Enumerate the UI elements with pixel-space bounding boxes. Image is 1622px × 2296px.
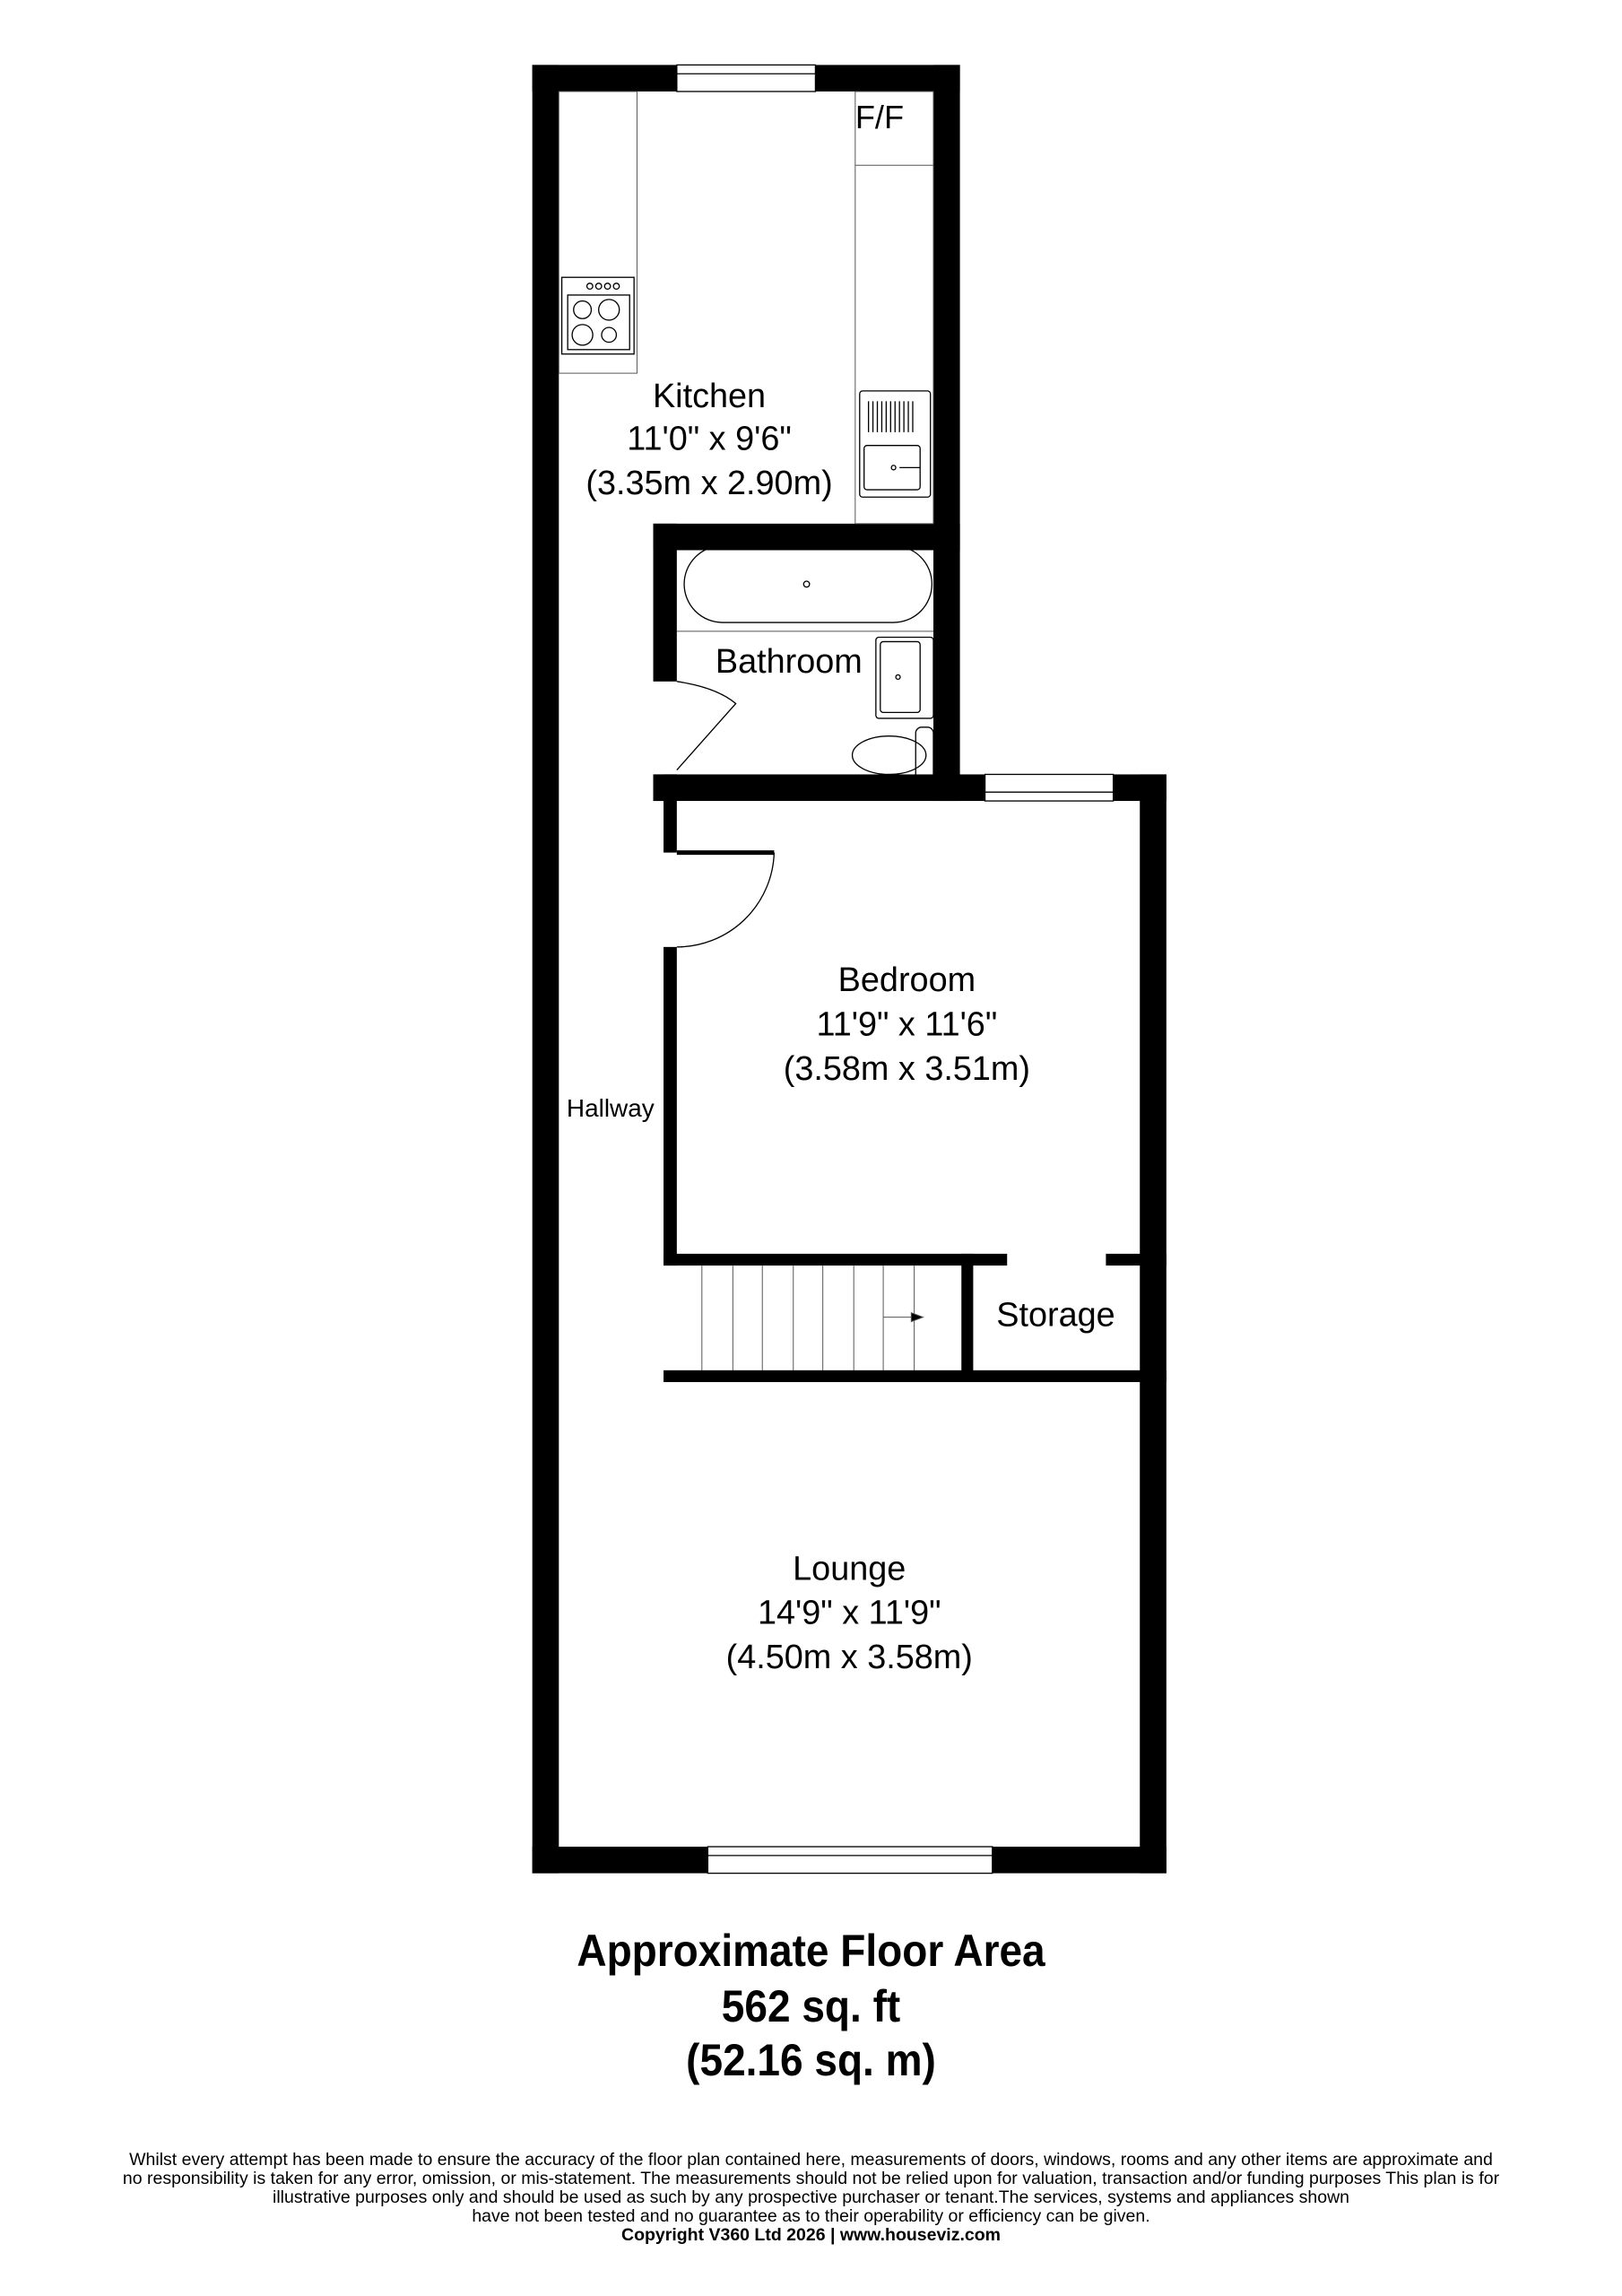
lounge-imperial: 14'9" x 11'9" [758,1595,941,1632]
bathroom-fixtures [676,544,934,783]
basin-icon [875,636,934,719]
kitchen-metric: (3.35m x 2.90m) [585,465,832,502]
disclaimer-line: Whilst every attempt has been made to en… [129,2150,1493,2170]
hallway-name: Hallway [567,1094,655,1122]
lounge-metric: (4.50m x 3.58m) [726,1639,973,1676]
kitchen-imperial: 11'0" x 9'6" [627,421,792,458]
storage-name: Storage [996,1296,1115,1334]
bedroom-imperial: 11'9" x 11'6" [817,1006,998,1044]
floor-area-title: Approximate Floor Area [577,1926,1045,1976]
disclaimer-line: no responsibility is taken for any error… [122,2169,1500,2188]
hob-icon [560,276,635,355]
floor-area-sqm: (52.16 sq. m) [686,2035,936,2085]
toilet-icon [851,726,934,783]
copyright: Copyright V360 Ltd 2026 | www.houseviz.c… [620,2225,1001,2245]
windows [676,64,1115,1874]
disclaimer-line: illustrative purposes only and should be… [273,2187,1349,2207]
bathroom-name: Bathroom [716,643,863,681]
kitchen-fixtures [558,91,934,525]
stairs [701,1265,924,1370]
bedroom-name: Bedroom [838,961,976,999]
disclaimer: Whilst every attempt has been made to en… [36,2151,1586,2245]
sink-icon [859,390,932,498]
bedroom-metric: (3.58m x 3.51m) [784,1050,1030,1088]
disclaimer-line: have not been tested and no guarantee as… [472,2206,1150,2226]
floor-area-sqft: 562 sq. ft [721,1981,901,2031]
kitchen-name: Kitchen [653,378,766,415]
fridge-freezer-label: F/F [855,99,904,135]
lounge-name: Lounge [793,1550,906,1587]
doors [676,681,776,948]
